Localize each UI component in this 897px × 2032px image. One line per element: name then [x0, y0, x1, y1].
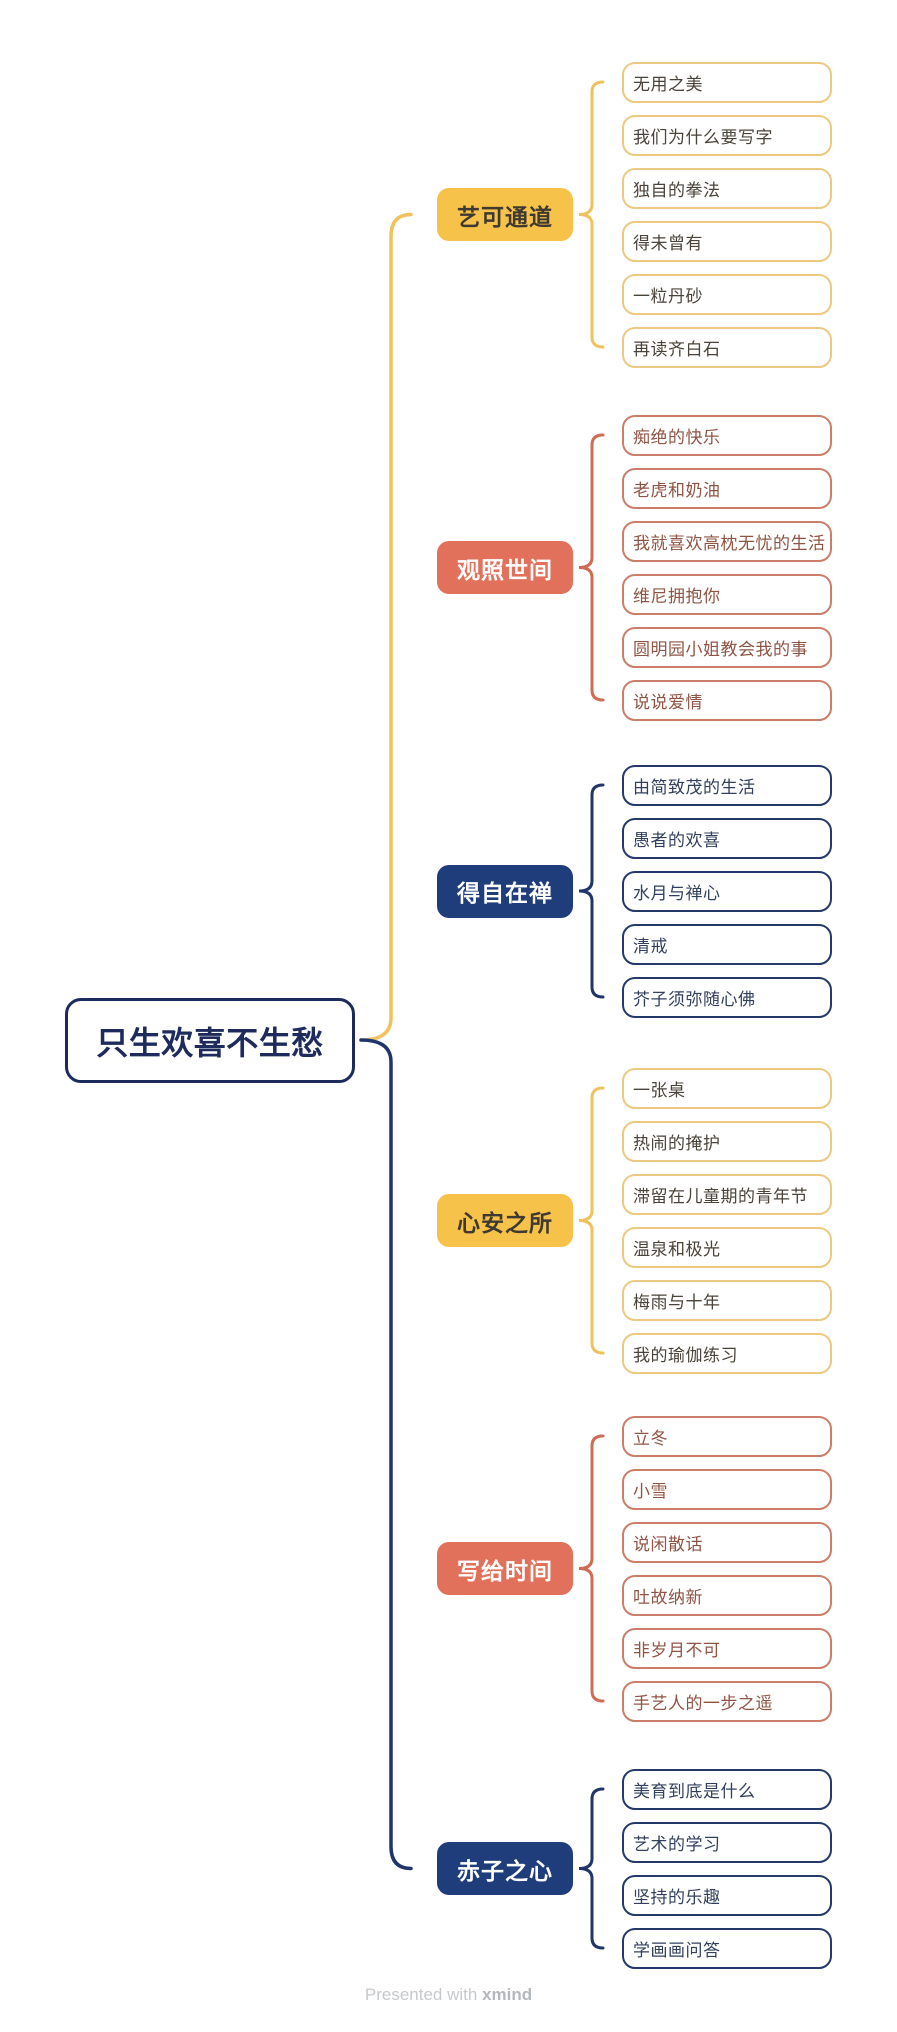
branch-topic[interactable]: 心安之所: [437, 1194, 573, 1247]
subtopic[interactable]: 维尼拥抱你: [622, 573, 832, 615]
subtopic[interactable]: 圆明园小姐教会我的事: [622, 626, 832, 668]
subtopic[interactable]: 吐故纳新: [622, 1574, 832, 1616]
branch-topic[interactable]: 得自在禅: [437, 864, 573, 918]
subtopic[interactable]: 得未曾有: [622, 220, 832, 262]
subtopic[interactable]: 温泉和极光: [622, 1226, 832, 1268]
branch-brace: [578, 1434, 605, 1703]
subtopic[interactable]: 一粒丹砂: [622, 273, 832, 315]
subtopic[interactable]: 无用之美: [622, 61, 832, 103]
subtopic[interactable]: 我就喜欢高枕无忧的生活: [622, 520, 832, 562]
xmind-watermark: Presented with xmind: [0, 1985, 897, 2005]
root-connector-upper: [359, 212, 413, 1042]
subtopic[interactable]: 再读齐白石: [622, 326, 832, 368]
branch-brace: [578, 1787, 605, 1950]
branch-brace: [578, 80, 605, 349]
branch-brace: [578, 433, 605, 702]
subtopic[interactable]: 独自的拳法: [622, 167, 832, 209]
branch-topic[interactable]: 观照世间: [437, 541, 573, 594]
subtopic[interactable]: 愚者的欢喜: [622, 817, 832, 859]
central-topic[interactable]: 只生欢喜不生愁: [65, 998, 355, 1083]
subtopic[interactable]: 我的瑜伽练习: [622, 1332, 832, 1374]
watermark-text: Presented with: [364, 1985, 483, 2004]
subtopic[interactable]: 我们为什么要写字: [622, 114, 832, 156]
subtopic[interactable]: 水月与禅心: [622, 870, 832, 912]
subtopic[interactable]: 梅雨与十年: [622, 1279, 832, 1321]
subtopic[interactable]: 老虎和奶油: [622, 467, 832, 509]
subtopic[interactable]: 清戒: [622, 923, 832, 965]
subtopic[interactable]: 学画画问答: [622, 1927, 832, 1969]
branch-brace: [578, 1086, 605, 1355]
subtopic[interactable]: 非岁月不可: [622, 1627, 832, 1669]
subtopic[interactable]: 一张桌: [622, 1067, 832, 1109]
subtopic[interactable]: 小雪: [622, 1468, 832, 1510]
subtopic[interactable]: 说闲散话: [622, 1521, 832, 1563]
root-connector-lower: [359, 1038, 413, 1871]
subtopic[interactable]: 立冬: [622, 1415, 832, 1457]
subtopic[interactable]: 痴绝的快乐: [622, 414, 832, 456]
branch-topic[interactable]: 写给时间: [437, 1542, 573, 1595]
subtopic[interactable]: 美育到底是什么: [622, 1768, 832, 1810]
subtopic[interactable]: 热闹的掩护: [622, 1120, 832, 1162]
branch-topic[interactable]: 艺可通道: [437, 188, 573, 241]
subtopic[interactable]: 滞留在儿童期的青年节: [622, 1173, 832, 1215]
subtopic[interactable]: 由简致茂的生活: [622, 764, 832, 806]
subtopic[interactable]: 手艺人的一步之遥: [622, 1680, 832, 1722]
subtopic[interactable]: 艺术的学习: [622, 1821, 832, 1863]
subtopic[interactable]: 芥子须弥随心佛: [622, 976, 832, 1018]
branch-brace: [578, 783, 605, 999]
branch-topic[interactable]: 赤子之心: [437, 1842, 573, 1895]
subtopic[interactable]: 坚持的乐趣: [622, 1874, 832, 1916]
xmind-brand[interactable]: xmind: [482, 1985, 533, 2004]
subtopic[interactable]: 说说爱情: [622, 679, 832, 721]
